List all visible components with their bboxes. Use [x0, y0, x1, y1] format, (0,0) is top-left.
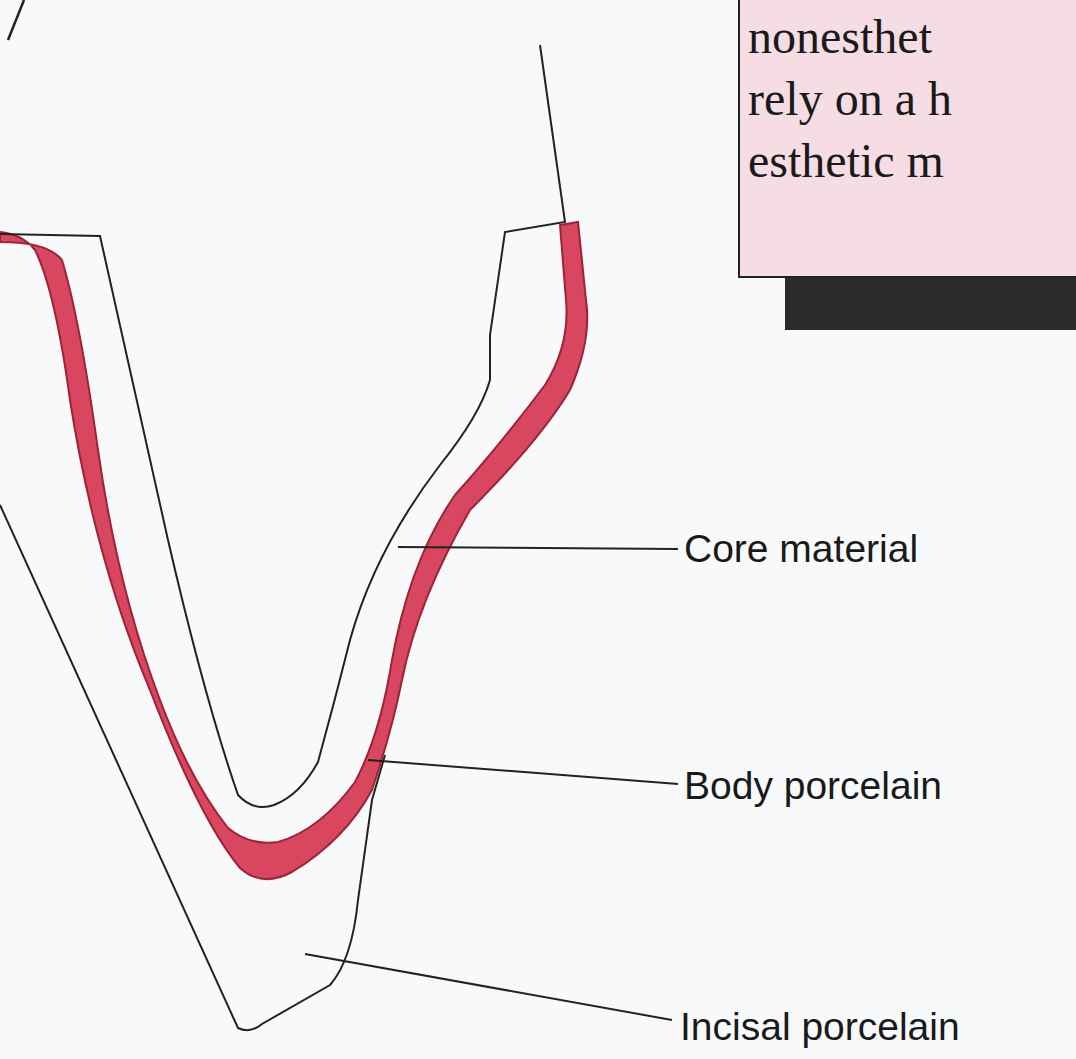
leader-line [305, 954, 672, 1020]
note-text: nonesthet rely on a h esthetic m [748, 6, 1010, 192]
leader-line [398, 547, 678, 549]
part-label: Incisal porcelain [680, 1003, 960, 1051]
crown-outline [0, 505, 385, 1030]
core-outline [0, 45, 565, 807]
body-porcelain-layer [0, 222, 587, 879]
leader-line [368, 760, 678, 784]
part-label: Body porcelain [684, 762, 942, 810]
note-box: nonesthet rely on a h esthetic m [738, 0, 1076, 278]
cut-line [8, 0, 24, 40]
part-label: Core material [684, 525, 918, 573]
box-shadow [785, 278, 1076, 330]
